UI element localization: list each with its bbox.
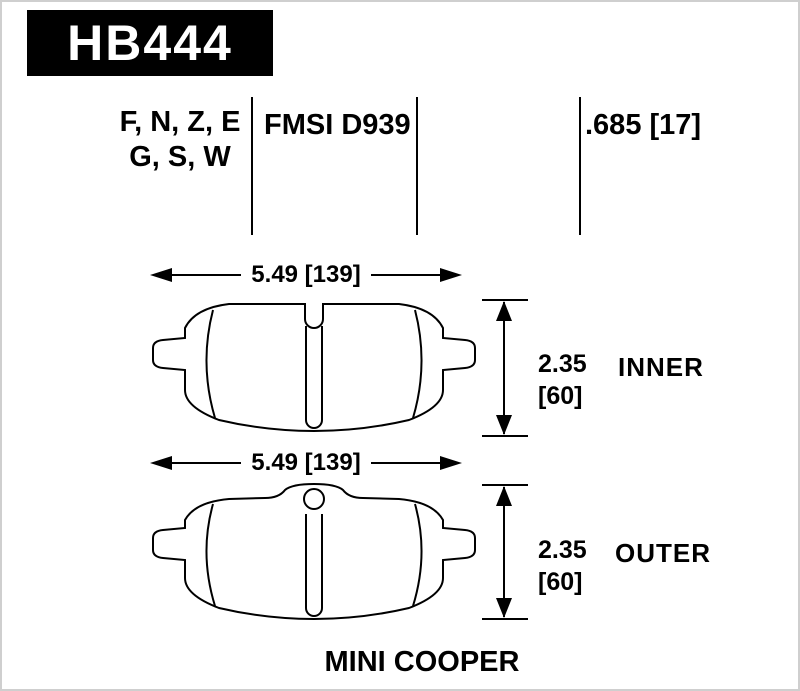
arrowhead-left [150,268,172,282]
part-number: HB444 [67,15,233,71]
outer-thickness-dimension-arrow [482,484,528,620]
outer-pad-center-slot [305,514,323,617]
pad-thickness-spec: .685 [17] [585,109,702,141]
outer-pad-right-contour [412,503,423,607]
outer-pad-outline [152,482,476,621]
arrowhead-right [440,456,462,470]
arrowhead-down [496,598,512,618]
outer-thickness-value: 2.35 [538,536,587,564]
arrowhead-up [496,486,512,506]
inner-pad-left-contour [205,309,216,419]
outer-pad-drawing [152,482,476,621]
fmsi-number: FMSI D939 [264,109,411,141]
column-divider [579,97,581,235]
inner-thickness-dimension-arrow [482,299,528,437]
arrowhead-left [150,456,172,470]
arrowhead-down [496,415,512,435]
inner-pad-right-contour [412,309,423,419]
inner-pad-center-slot [305,326,323,429]
column-divider [251,97,253,235]
arrowhead-right [440,268,462,282]
inner-thickness-value-mm: [60] [538,382,583,410]
outer-pad-retainer-hole [303,488,325,510]
inner-thickness-value: 2.35 [538,350,587,378]
column-divider [416,97,418,235]
outer-pad-left-contour [205,503,216,607]
compound-codes: F, N, Z, E G, S, W [106,105,254,175]
compound-codes-line2: G, S, W [129,141,231,173]
inner-width-dimension: 5.49 [139] [241,261,371,289]
arrowhead-up [496,301,512,321]
compound-codes-line1: F, N, Z, E [119,106,241,138]
vehicle-name: MINI COOPER [324,646,520,678]
outer-thickness-value-mm: [60] [538,568,583,596]
inner-pad-drawing [152,303,476,433]
inner-pad-outline [152,303,476,433]
outer-width-dimension: 5.49 [139] [241,449,371,477]
part-number-plate: HB444 [27,10,273,76]
outer-pad-label: OUTER [615,538,711,568]
inner-pad-label: INNER [618,352,704,382]
